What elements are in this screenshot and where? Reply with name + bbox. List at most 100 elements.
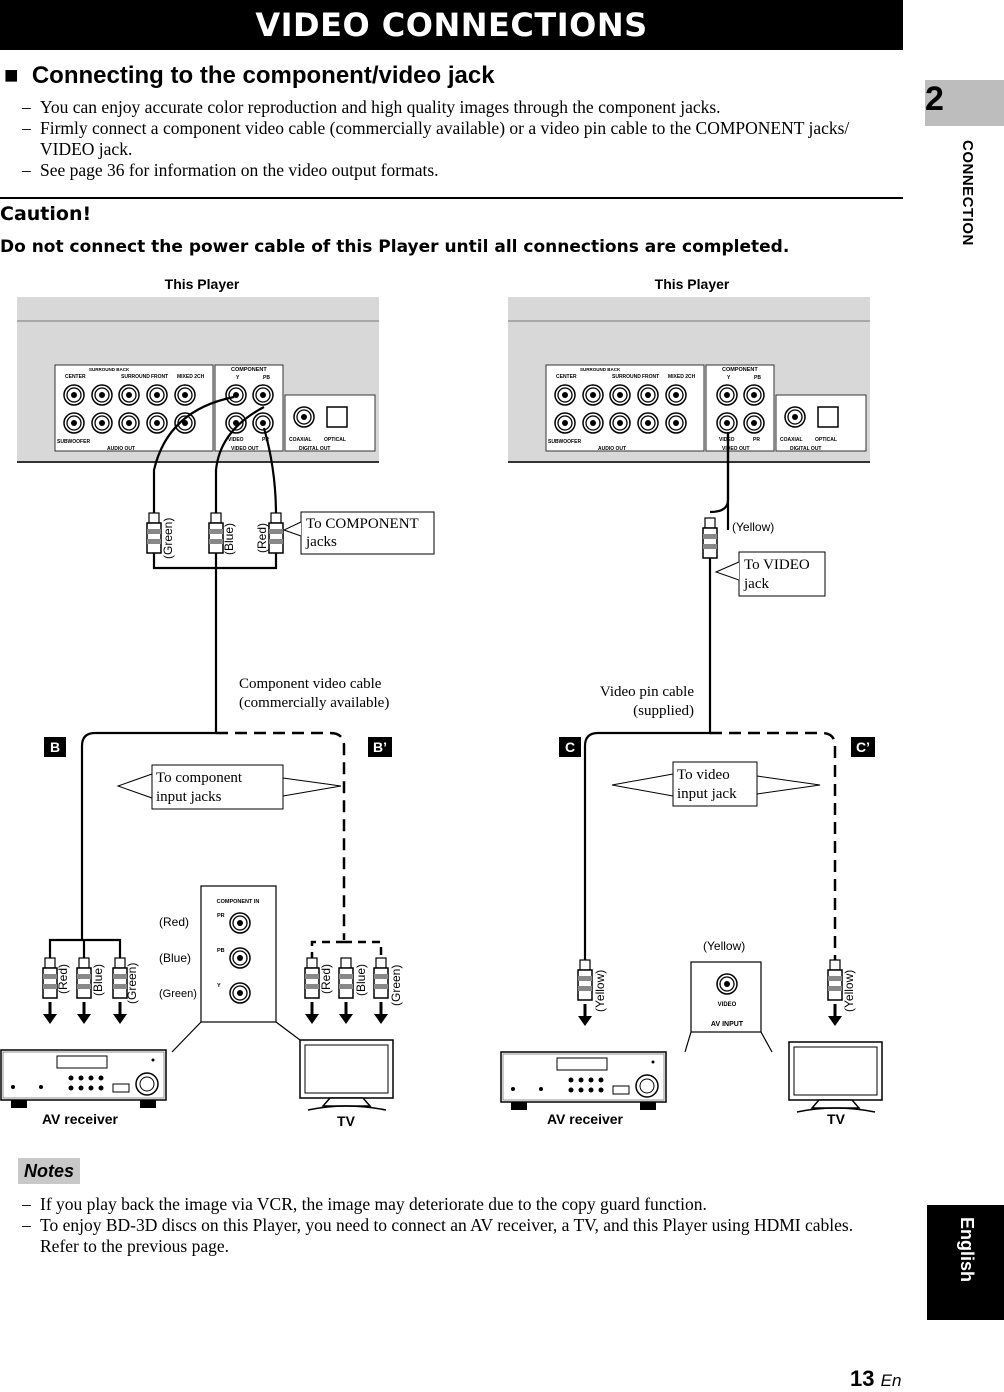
panel-label: Y xyxy=(236,375,240,381)
panel-label: PR xyxy=(262,437,269,443)
page-number-value: 13 xyxy=(850,1366,875,1391)
player-rear-panel: CENTER SURROUND BACK SURROUND FRONT MIXE… xyxy=(507,296,871,463)
player-label: This Player xyxy=(655,276,730,292)
page-lang-suffix: En xyxy=(880,1371,902,1390)
av-receiver-label: AV receiver xyxy=(547,1111,624,1127)
list-item: –To enjoy BD-3D discs on this Player, yo… xyxy=(22,1215,854,1256)
badge-b-prime xyxy=(368,737,392,757)
list-item: –Firmly connect a component video cable … xyxy=(22,118,850,159)
panel-label: SURROUND BACK xyxy=(580,367,621,372)
badge-b-label: B xyxy=(50,739,60,755)
plug-color-label: (Red) xyxy=(56,964,70,994)
list-item: –See page 36 for information on the vide… xyxy=(22,160,439,180)
panel-label: AV INPUT xyxy=(711,1021,744,1028)
plug-color-label: (Red) xyxy=(255,523,269,553)
panel-label: COAXIAL xyxy=(780,437,803,443)
panel-label: MIXED 2CH xyxy=(668,374,696,380)
panel-label: FRONT xyxy=(151,374,168,380)
callout-text: To COMPONENT xyxy=(306,516,419,532)
badge-c-prime-label: C’ xyxy=(856,739,870,755)
panel-label: COMPONENT xyxy=(231,367,267,373)
square-bullet-icon: ■ xyxy=(4,62,19,89)
panel-color-label: (Green) xyxy=(159,988,197,1000)
cable-label: (supplied) xyxy=(633,703,694,719)
panel-color-label: (Blue) xyxy=(159,951,191,965)
list-item: –If you play back the image via VCR, the… xyxy=(22,1194,707,1214)
panel-label: PB xyxy=(217,948,225,954)
component-in-panel: COMPONENT IN PR PB Y xyxy=(200,885,277,1023)
callout-box xyxy=(300,511,435,555)
panel-color-label: (Red) xyxy=(159,915,189,929)
list-item-text: If you play back the image via VCR, the … xyxy=(40,1194,707,1214)
callout-text: jack xyxy=(743,576,769,592)
divider xyxy=(0,197,903,199)
panel-label: SUBWOOFER xyxy=(548,439,581,445)
panel-label: SURROUND xyxy=(612,374,641,380)
player-rear-panel: CENTER SURROUND BACK SURROUND FRONT MIXE… xyxy=(16,296,380,463)
caution-title: Caution! xyxy=(0,203,92,225)
callout-box xyxy=(672,761,758,807)
page-number: 13 En xyxy=(850,1366,901,1392)
panel-label: PR xyxy=(753,437,760,443)
notes-list: –If you play back the image via VCR, the… xyxy=(22,1194,882,1257)
panel-label: PR xyxy=(217,913,225,919)
panel-color-label: (Yellow) xyxy=(703,939,745,953)
panel-label: DIGITAL OUT xyxy=(299,446,330,452)
badge-c-label: C xyxy=(565,739,575,755)
panel-label: VIDEO OUT xyxy=(231,446,259,452)
plug-color-label: (Yellow) xyxy=(732,520,774,534)
panel-label: SURROUND BACK xyxy=(89,367,130,372)
cable-label: (commercially available) xyxy=(239,695,389,711)
callout-text: To video xyxy=(677,767,730,783)
plug-color-label: (Blue) xyxy=(222,523,236,555)
panel-label: CENTER xyxy=(65,374,86,380)
callout-box xyxy=(738,551,826,597)
language-tab: English xyxy=(927,1205,1004,1320)
tv-illustration xyxy=(299,1039,394,1111)
av-input-panel: VIDEO AV INPUT xyxy=(690,961,762,1033)
panel-label: Y xyxy=(727,375,731,381)
cable-label: Component video cable xyxy=(239,676,382,692)
plug-color-label: (Blue) xyxy=(354,964,368,996)
av-receiver-label: AV receiver xyxy=(42,1111,119,1127)
panel-label: PB xyxy=(754,375,761,381)
av-receiver-illustration xyxy=(0,1049,167,1109)
plug-color-label: (Blue) xyxy=(91,964,105,996)
list-item-text: Firmly connect a component video cable (… xyxy=(40,118,850,159)
callout-text: To VIDEO xyxy=(744,557,810,573)
panel-label: SUBWOOFER xyxy=(57,439,90,445)
list-item-text: See page 36 for information on the video… xyxy=(40,160,439,180)
page-title-text: VIDEO CONNECTIONS xyxy=(255,6,648,44)
panel-label: MIXED 2CH xyxy=(177,374,205,380)
panel-label: PB xyxy=(263,375,270,381)
callout-text: jacks xyxy=(305,534,337,550)
panel-label: COMPONENT xyxy=(722,367,758,373)
callout-text: input jacks xyxy=(156,789,222,805)
callout-box xyxy=(151,764,284,810)
player-label: This Player xyxy=(165,276,240,292)
av-receiver-illustration xyxy=(500,1051,667,1111)
panel-label: Y xyxy=(217,983,221,989)
badge-c xyxy=(559,737,581,757)
page-title: VIDEO CONNECTIONS xyxy=(0,0,903,50)
badge-b-prime-label: B’ xyxy=(373,739,387,755)
plug-color-label: (Green) xyxy=(389,965,403,1006)
badge-c-prime xyxy=(851,737,875,757)
panel-label: SURROUND xyxy=(121,374,150,380)
panel-label: VIDEO xyxy=(719,437,735,443)
plug-color-label: (Green) xyxy=(161,518,175,559)
list-item: –You can enjoy accurate color reproducti… xyxy=(22,97,721,117)
panel-label: CENTER xyxy=(556,374,577,380)
plug-color-label: (Red) xyxy=(319,964,333,994)
panel-label: VIDEO OUT xyxy=(722,446,750,452)
plug-color-label: (Green) xyxy=(125,963,139,1004)
notes-label: Notes xyxy=(18,1158,80,1184)
panel-label: COMPONENT IN xyxy=(217,899,260,905)
callout-text: To component xyxy=(156,770,243,786)
tv-label: TV xyxy=(827,1111,846,1127)
section-heading-text: Connecting to the component/video jack xyxy=(31,62,495,89)
panel-label: DIGITAL OUT xyxy=(790,446,821,452)
panel-label: AUDIO OUT xyxy=(107,446,135,452)
list-item-text: To enjoy BD-3D discs on this Player, you… xyxy=(40,1215,854,1256)
